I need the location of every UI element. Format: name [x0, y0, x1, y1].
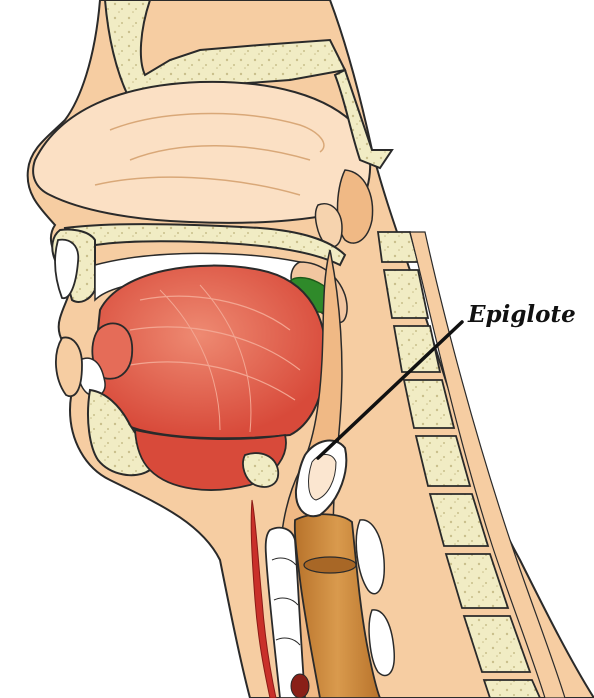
epiglottis-label: Epiglote — [467, 301, 576, 328]
thyroid-gland — [291, 674, 309, 698]
esophagus-lumen — [304, 557, 356, 573]
lower-lip — [56, 337, 82, 396]
vertebra-9 — [484, 680, 540, 698]
